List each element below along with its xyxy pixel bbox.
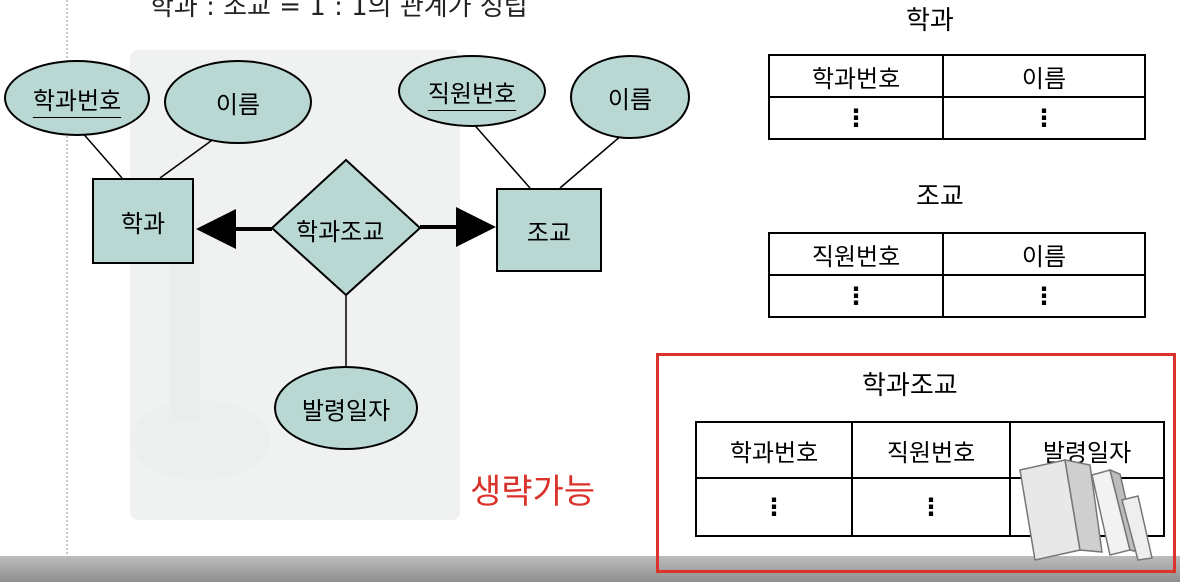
table-assistant-title: 조교 bbox=[916, 176, 964, 213]
table-dept-title: 학과 bbox=[906, 0, 954, 37]
edge-empname-assistant bbox=[560, 135, 622, 188]
attr-emp-no: 직원번호 bbox=[398, 55, 546, 127]
entity-assistant-label: 조교 bbox=[527, 213, 571, 248]
attr-emp-name: 이름 bbox=[570, 55, 690, 139]
attr-issue-date: 발령일자 bbox=[274, 366, 418, 450]
attr-dept-no: 학과번호 bbox=[4, 60, 150, 136]
table-assistant: 직원번호 이름 ⋮ ⋮ bbox=[768, 232, 1146, 318]
table-dept-header-cell: 학과번호 bbox=[769, 55, 943, 97]
table-assistant-header-cell: 직원번호 bbox=[769, 233, 943, 275]
books-icon bbox=[1010, 440, 1160, 575]
edge-deptname-dept bbox=[160, 138, 215, 178]
optional-label: 생략가능 bbox=[470, 464, 595, 513]
relationship-label: 학과조교 bbox=[296, 212, 384, 247]
entity-assistant: 조교 bbox=[496, 188, 602, 272]
attr-dept-name: 이름 bbox=[164, 60, 312, 144]
table-assistant-cell: ⋮ bbox=[769, 275, 943, 317]
edge-empno-assistant bbox=[470, 120, 530, 188]
attr-emp-no-label: 직원번호 bbox=[428, 74, 516, 109]
table-assistant-header-cell: 이름 bbox=[943, 233, 1145, 275]
attr-issue-date-label: 발령일자 bbox=[302, 391, 390, 426]
attr-dept-name-label: 이름 bbox=[216, 85, 260, 120]
table-dept-assistant-cell: ⋮ bbox=[852, 478, 1010, 536]
table-dept-assistant-header-cell: 학과번호 bbox=[696, 422, 852, 478]
edge-deptno-dept bbox=[80, 130, 122, 178]
table-assistant-cell: ⋮ bbox=[943, 275, 1145, 317]
table-dept-assistant-title: 학과조교 bbox=[862, 365, 958, 402]
table-dept-cell: ⋮ bbox=[943, 97, 1145, 139]
table-dept-cell: ⋮ bbox=[769, 97, 943, 139]
table-dept-assistant-header-cell: 직원번호 bbox=[852, 422, 1010, 478]
entity-dept: 학과 bbox=[92, 178, 194, 264]
attr-dept-no-label: 학과번호 bbox=[33, 81, 121, 116]
table-dept-header-cell: 이름 bbox=[943, 55, 1145, 97]
entity-dept-label: 학과 bbox=[121, 204, 165, 239]
table-dept: 학과번호 이름 ⋮ ⋮ bbox=[768, 54, 1146, 140]
attr-emp-name-label: 이름 bbox=[608, 80, 652, 115]
table-dept-assistant-cell: ⋮ bbox=[696, 478, 852, 536]
